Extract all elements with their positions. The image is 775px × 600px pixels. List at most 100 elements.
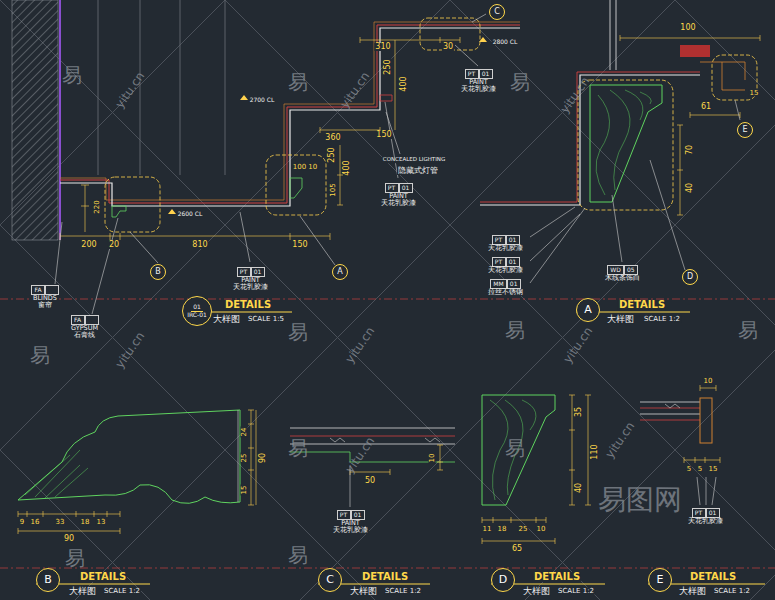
note-text: SCALE 1:2 [384, 588, 422, 595]
watermark: 易 [287, 322, 309, 342]
note-text: 大样图 [606, 315, 635, 324]
title-bubble: 01IRC-01 [182, 296, 212, 326]
tag-box: PT01 [487, 235, 524, 245]
light-strip [380, 95, 392, 101]
tag-note: 天花乳胶漆 [460, 86, 497, 93]
note-text: 大样图 [68, 587, 97, 596]
dimension-text: 15 [708, 466, 719, 473]
tag-box: FA [70, 315, 99, 325]
ceiling-line [640, 408, 700, 420]
title-text: DETAILS [79, 572, 127, 582]
title-bubble: A [576, 298, 600, 322]
tag-box: PT01 [487, 257, 524, 267]
tag-code: FA [71, 315, 85, 325]
watermark: 易图网 [597, 486, 683, 514]
tag-note: 拉丝不锈钢 [487, 289, 524, 296]
callout-letter: B [155, 268, 161, 277]
note-text: 大样图 [522, 587, 551, 596]
title-bubble: D [491, 568, 515, 592]
tag-code: MM [490, 279, 506, 289]
callout-bubble: B [150, 264, 166, 280]
watermark: 易 [509, 72, 531, 92]
note-text: SCALE 1:2 [643, 316, 681, 323]
tag-note: 木线条饰白 [604, 275, 641, 282]
tag-note: 天花乳胶漆 [487, 267, 524, 274]
tag-code: 01 [506, 257, 520, 267]
trim-block [680, 45, 710, 57]
ceiling-line [60, 28, 520, 206]
tag-note: BLINDS [31, 295, 59, 302]
leader-line [530, 100, 740, 283]
tag-note: PAINT [232, 277, 269, 284]
tag-code: 01 [399, 183, 413, 193]
dimension-line [482, 395, 591, 544]
tag-code: 01 [507, 279, 521, 289]
tag-note: 石膏线 [70, 332, 99, 339]
wood-moulding [482, 395, 555, 505]
dimension-text: 90 [259, 452, 267, 464]
dimension-text: 24 [241, 427, 248, 438]
dimension-text: 5 [697, 466, 703, 473]
tag-box: PT01 [332, 510, 369, 520]
break-mark [330, 438, 440, 442]
tag-code: PT [385, 183, 399, 193]
dimension-text: 15 [241, 485, 248, 496]
note-text: 2700 CL [249, 97, 276, 103]
dimension-text: 25 [518, 526, 529, 533]
dimension-text: 10 [703, 378, 714, 385]
tag-code: PT [492, 257, 506, 267]
dimension-text: 310 [374, 43, 391, 51]
title-number: 01 [191, 304, 203, 312]
material-tag: MM01拉丝不锈钢 [487, 279, 524, 296]
ceiling-line [480, 72, 700, 202]
dimension-text: 200 [80, 241, 97, 249]
tag-note: 天花乳胶漆 [232, 284, 269, 291]
callout-bubble: A [332, 264, 348, 280]
dimension-text: 250 [328, 146, 336, 163]
note-text: SCALE 1:5 [247, 316, 285, 323]
tag-note: 天花乳胶漆 [487, 245, 524, 252]
dimension-line [684, 385, 720, 463]
dimension-text: 33 [55, 519, 66, 526]
tag-note: 天花乳胶漆 [687, 518, 724, 525]
ceiling-line [480, 75, 700, 205]
dimension-text: 150 [291, 241, 308, 249]
note-text: SCALE 1:2 [557, 588, 595, 595]
trim-block [700, 398, 712, 443]
tag-box: PT01 [380, 183, 417, 193]
dimension-text: 10 [536, 526, 547, 533]
material-tag: PT01天花乳胶漆 [487, 257, 524, 274]
tag-code: 01 [251, 267, 265, 277]
dimension-text: 810 [191, 241, 208, 249]
tag-code: PT [692, 508, 706, 518]
wall-face [59, 0, 61, 240]
note-text: 隐藏式灯管 [397, 167, 439, 175]
note-text: 大样图 [212, 315, 241, 324]
material-tag: PT01天花乳胶漆 [687, 508, 724, 525]
detail-mark [578, 80, 673, 210]
watermark: 易 [29, 345, 51, 365]
title-number: IRC-01 [187, 312, 207, 319]
tag-code: PT [465, 69, 479, 79]
tag-code: 01 [706, 508, 720, 518]
callout-bubble: D [682, 269, 698, 285]
watermark: 易 [504, 438, 526, 458]
tag-note: GYPSUM [70, 325, 99, 332]
tag-code: 01 [506, 235, 520, 245]
tag-code: 01 [351, 510, 365, 520]
watermark: 易 [287, 545, 309, 565]
tag-note: 窗帘 [31, 302, 59, 309]
material-tag: FAGYPSUM石膏线 [70, 315, 99, 339]
title-text: DETAILS [533, 572, 581, 582]
material-tag: PT01PAINT天花乳胶漆 [460, 69, 497, 93]
dimension-text: 65 [511, 545, 523, 553]
dimension-text: 18 [80, 519, 91, 526]
watermark: 易 [64, 548, 86, 568]
curtain-line [98, 0, 225, 175]
note-text: 2600 CL [177, 211, 204, 217]
tag-code: FA [31, 285, 45, 295]
title-bubble: B [36, 568, 60, 592]
material-tag: PT01PAINT天花乳胶漆 [380, 183, 417, 207]
dimension-text: 61 [700, 103, 712, 111]
